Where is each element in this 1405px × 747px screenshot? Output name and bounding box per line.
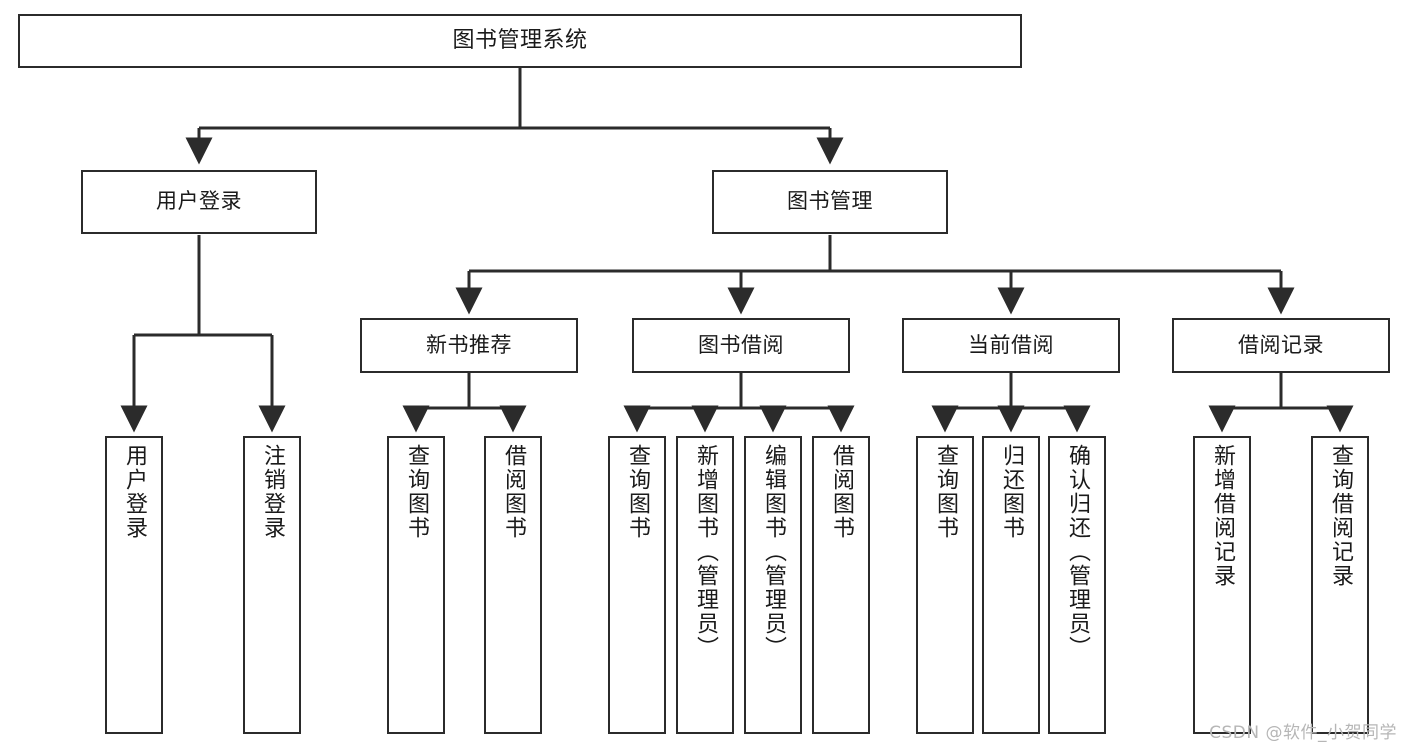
leaf-borrow-borrow-book[interactable]: 借阅图书 <box>812 436 870 734</box>
leaf-current-query-book-label: 查询图书 <box>933 444 958 540</box>
leaf-user-login-login-label: 用户登录 <box>122 444 147 540</box>
node-book-borrow-label: 图书借阅 <box>698 332 784 357</box>
node-root[interactable]: 图书管理系统 <box>18 14 1022 68</box>
node-current-borrow-label: 当前借阅 <box>968 332 1054 357</box>
leaf-current-return-book[interactable]: 归还图书 <box>982 436 1040 734</box>
node-book-management[interactable]: 图书管理 <box>712 170 948 234</box>
leaf-borrow-query-book-label: 查询图书 <box>625 444 650 540</box>
leaf-current-confirm-return[interactable]: 确认归还（管理员） <box>1048 436 1106 734</box>
leaf-current-query-book[interactable]: 查询图书 <box>916 436 974 734</box>
leaf-borrow-add-book-label: 新增图书（管理员） <box>693 444 718 660</box>
leaf-user-login-logout-label: 注销登录 <box>260 444 285 540</box>
leaf-user-login-logout[interactable]: 注销登录 <box>243 436 301 734</box>
node-new-book-recommend-label: 新书推荐 <box>426 332 512 357</box>
leaf-new-book-query-label: 查询图书 <box>404 444 429 540</box>
leaf-new-book-query[interactable]: 查询图书 <box>387 436 445 734</box>
leaf-record-query-record-label: 查询借阅记录 <box>1328 444 1353 588</box>
node-new-book-recommend[interactable]: 新书推荐 <box>360 318 578 373</box>
node-book-borrow[interactable]: 图书借阅 <box>632 318 850 373</box>
leaf-borrow-edit-book-label: 编辑图书（管理员） <box>761 444 786 660</box>
leaf-borrow-add-book[interactable]: 新增图书（管理员） <box>676 436 734 734</box>
leaf-record-add-record[interactable]: 新增借阅记录 <box>1193 436 1251 734</box>
node-borrow-record[interactable]: 借阅记录 <box>1172 318 1390 373</box>
leaf-record-query-record[interactable]: 查询借阅记录 <box>1311 436 1369 734</box>
leaf-user-login-login[interactable]: 用户登录 <box>105 436 163 734</box>
node-current-borrow[interactable]: 当前借阅 <box>902 318 1120 373</box>
leaf-borrow-borrow-book-label: 借阅图书 <box>829 444 854 540</box>
node-borrow-record-label: 借阅记录 <box>1238 332 1324 357</box>
leaf-borrow-query-book[interactable]: 查询图书 <box>608 436 666 734</box>
node-book-management-label: 图书管理 <box>787 189 873 214</box>
node-root-label: 图书管理系统 <box>452 27 588 53</box>
node-user-login-label: 用户登录 <box>156 189 242 214</box>
watermark: CSDN @软件_小贺同学 <box>1209 723 1397 743</box>
leaf-current-confirm-return-label: 确认归还（管理员） <box>1065 444 1090 660</box>
node-user-login[interactable]: 用户登录 <box>81 170 317 234</box>
leaf-record-add-record-label: 新增借阅记录 <box>1210 444 1235 588</box>
leaf-current-return-book-label: 归还图书 <box>999 444 1024 540</box>
leaf-new-book-borrow[interactable]: 借阅图书 <box>484 436 542 734</box>
leaf-borrow-edit-book[interactable]: 编辑图书（管理员） <box>744 436 802 734</box>
leaf-new-book-borrow-label: 借阅图书 <box>501 444 526 540</box>
